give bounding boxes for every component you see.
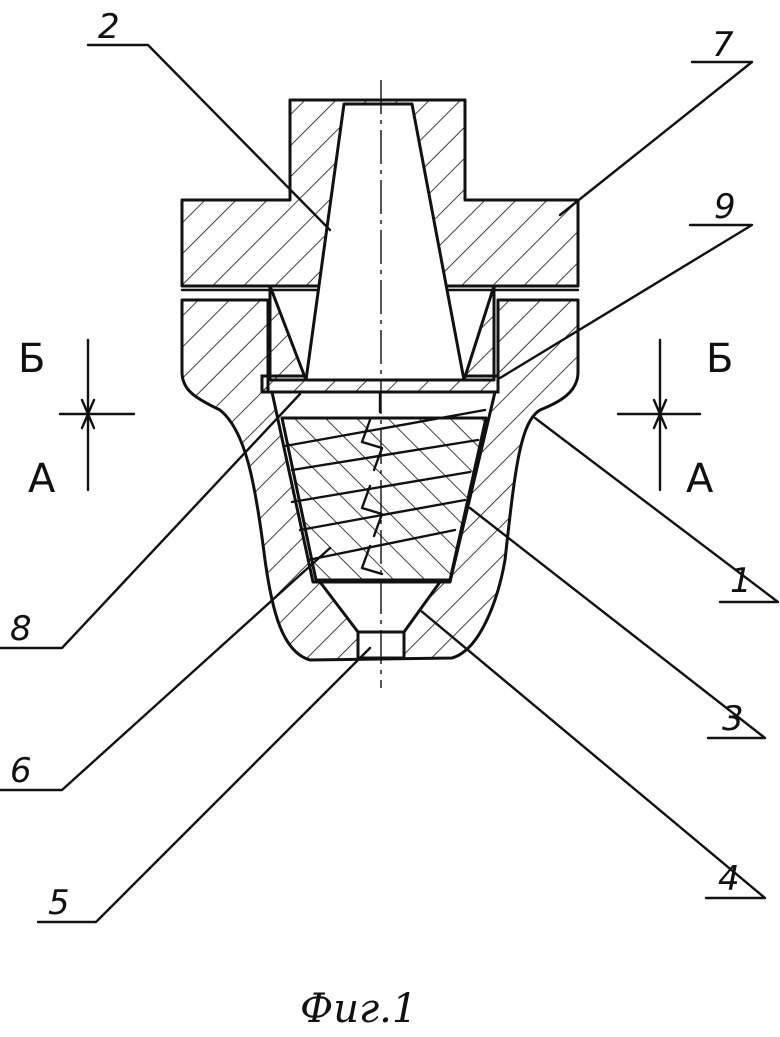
label-6: 6 [10,751,32,791]
sleeve-2-right [462,284,496,382]
label-7: 7 [712,25,734,65]
section-a-left: А [28,456,56,502]
section-mark-right [616,338,702,492]
label-8: 8 [10,609,32,649]
label-1: 1 [730,561,752,601]
figure-caption: Фиг.1 [300,986,417,1032]
label-5: 5 [48,883,70,923]
label-3: 3 [722,699,744,739]
section-b-right: Б [706,336,733,382]
sleeve-2 [268,284,308,382]
disk-split [260,390,500,414]
helix-center-steps [360,418,384,576]
leaders [0,43,780,924]
section-a-right: А [686,456,714,502]
label-2: 2 [98,7,120,47]
label-9: 9 [714,187,736,227]
section-mark-left [58,338,136,492]
label-4: 4 [718,859,740,899]
section-b-left: Б [18,336,45,382]
screw-insert-3 [280,416,488,582]
